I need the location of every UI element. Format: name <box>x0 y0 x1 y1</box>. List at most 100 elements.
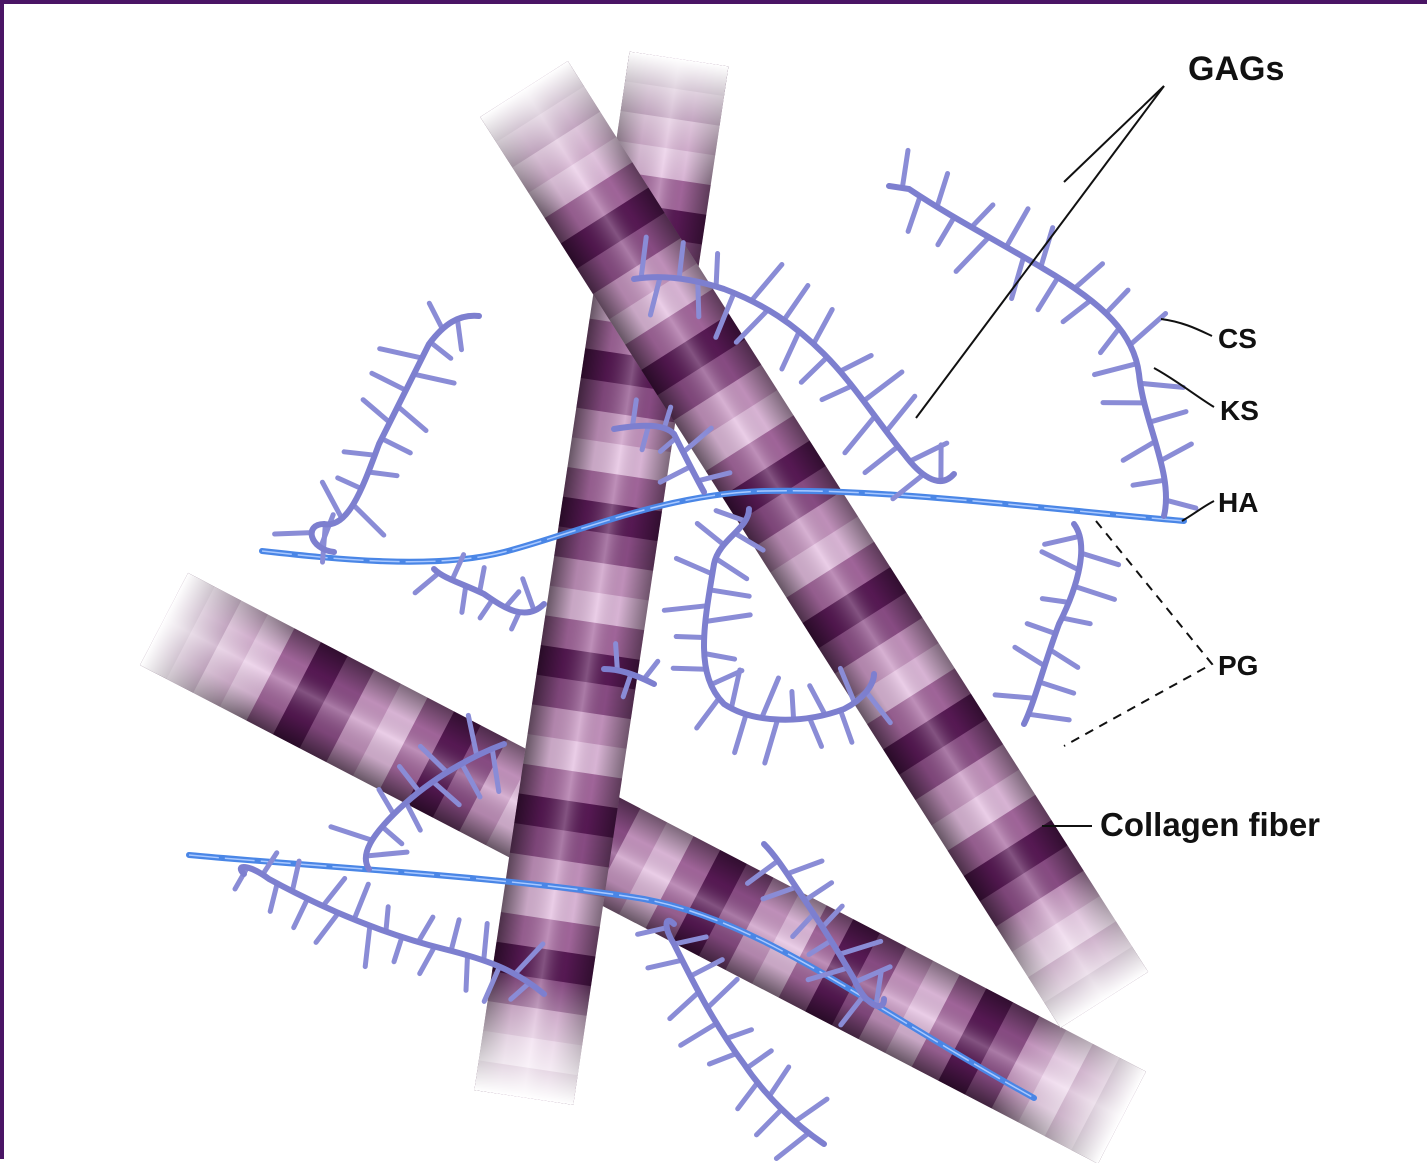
gag-chain <box>908 196 920 231</box>
gag-chain <box>1038 277 1058 309</box>
collagen-fiber-label: Collagen fiber <box>1100 806 1320 843</box>
gag-chain <box>792 692 794 720</box>
gag-chain <box>523 579 534 611</box>
gag-chain <box>716 254 718 287</box>
gag-chain <box>716 558 747 578</box>
gag-chain <box>1081 553 1118 565</box>
gag-chain <box>886 396 915 431</box>
gag-chain <box>1106 290 1128 313</box>
gag-chain <box>709 1054 736 1065</box>
gag-chain <box>664 606 707 611</box>
gag-chain <box>776 1133 808 1159</box>
gag-chain <box>751 265 782 301</box>
gag-chain <box>784 286 808 321</box>
gag-chain <box>466 955 468 990</box>
gag-chain <box>1027 624 1055 634</box>
gag-chain <box>676 637 704 638</box>
gag-chain <box>937 174 948 207</box>
gag-chain <box>769 1067 788 1096</box>
gag-chain <box>270 883 277 911</box>
gag-chain <box>480 568 485 592</box>
extracellular-matrix-diagram: GAGs CS KS HA PG Collagen fiber <box>4 4 1427 1163</box>
gag-chain <box>956 237 989 271</box>
gag-chain <box>738 1083 758 1109</box>
gag-chain <box>398 406 426 430</box>
gag-chain <box>344 452 375 455</box>
pg-label: PG <box>1218 650 1258 681</box>
gag-chain <box>648 960 682 968</box>
gag-chain <box>1166 500 1196 508</box>
gag-chain <box>810 718 822 747</box>
gag-chain <box>1075 264 1103 289</box>
ks-label: KS <box>1220 395 1259 426</box>
gag-chain <box>415 573 439 593</box>
gag-chain <box>676 558 712 574</box>
gag-chain <box>323 879 345 907</box>
gag-chain <box>294 899 308 928</box>
gag-chain <box>1042 599 1069 603</box>
gag-chain <box>805 883 832 901</box>
gag-chain <box>1039 682 1073 693</box>
gag-chain <box>1095 364 1138 375</box>
gag-chain <box>366 852 407 856</box>
gag-chain <box>386 907 388 932</box>
gag-chain <box>414 374 454 383</box>
gag-chain <box>810 686 826 715</box>
gag-chain <box>420 947 435 974</box>
gag-chain <box>902 150 908 188</box>
gag-chain <box>795 1099 827 1121</box>
gags-label: GAGs <box>1188 50 1284 88</box>
gag-chain <box>430 342 450 358</box>
proteoglycan-right <box>995 524 1119 724</box>
gag-chain <box>864 372 902 401</box>
gag-chain <box>972 205 993 227</box>
gag-chain <box>1075 586 1115 599</box>
gag-chain <box>429 303 442 329</box>
gag-chain <box>673 668 706 669</box>
gag-chain <box>1045 536 1080 544</box>
gag-chain <box>480 600 492 618</box>
gag-chain <box>354 884 368 919</box>
gag-chain <box>1028 714 1069 720</box>
gag-chain <box>747 1051 772 1068</box>
gag-chain <box>451 920 459 951</box>
gag-chain <box>765 720 778 764</box>
gag-chain <box>698 282 699 317</box>
gag-chain <box>365 926 370 967</box>
gag-chain <box>1130 314 1166 345</box>
gag-chain <box>705 615 750 622</box>
gag-chain <box>757 1109 782 1135</box>
gag-chain <box>1015 647 1045 666</box>
gag-chain <box>457 319 461 350</box>
gag-chain <box>644 661 658 679</box>
gag-chain <box>1042 552 1079 570</box>
gag-chain <box>1101 328 1120 353</box>
gag-chains <box>902 150 1196 508</box>
gag-chain <box>938 217 954 245</box>
gag-chain <box>353 505 384 535</box>
gag-chains <box>235 853 543 1002</box>
gag-chain <box>697 698 719 728</box>
gag-chain <box>418 917 433 942</box>
gag-chain <box>380 349 422 358</box>
gag-chain <box>1133 480 1165 485</box>
gag-chain <box>275 533 312 534</box>
gag-chain <box>316 913 338 943</box>
gag-chain <box>1062 618 1090 624</box>
gag-chain <box>484 924 488 961</box>
gag-chain <box>1006 209 1028 247</box>
proteoglycan-small-center <box>415 555 544 629</box>
gag-chain <box>995 695 1034 698</box>
cs-label: CS <box>1218 323 1257 354</box>
gag-chain <box>1123 441 1155 460</box>
gag-chain <box>735 714 747 752</box>
gag-chain <box>670 992 699 1019</box>
gag-chain <box>726 1030 751 1039</box>
gag-chain <box>462 586 466 613</box>
gag-chain <box>1050 650 1078 668</box>
gag-chain <box>787 861 822 874</box>
gag-chain <box>323 524 326 562</box>
gag-chain <box>801 357 827 382</box>
gag-chain <box>782 332 799 370</box>
gag-chain <box>822 386 852 400</box>
